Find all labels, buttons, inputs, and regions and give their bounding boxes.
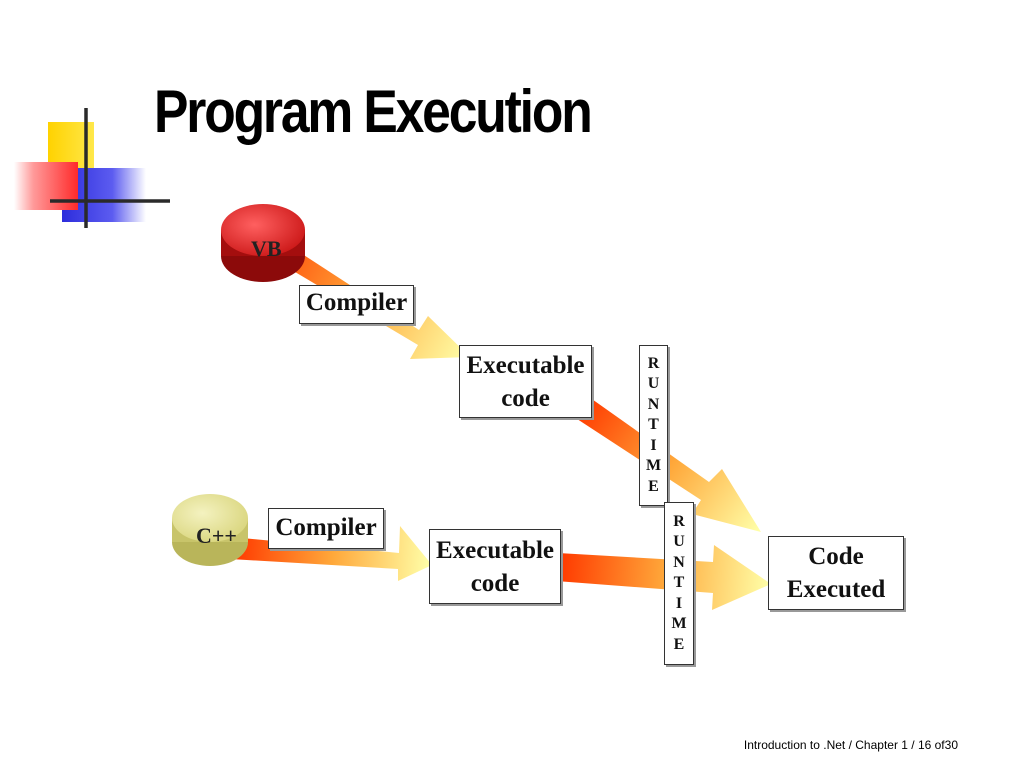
runtime-letter: T [648, 416, 659, 434]
compiler-box-vb: Compiler [299, 285, 414, 324]
executed-label-line1: Code [808, 543, 864, 570]
executable-box-cpp: Executable code [429, 529, 561, 604]
runtime-letter: M [671, 615, 687, 633]
compiler-box-cpp: Compiler [268, 508, 384, 549]
runtime-box-bottom: R U N T I M E [664, 502, 694, 665]
runtime-letter: U [647, 375, 660, 393]
executed-label-line2: Executed [786, 576, 886, 603]
runtime-letter: T [673, 574, 685, 592]
executable-box-vb: Executable code [459, 345, 592, 418]
slide-title: Program Execution [154, 78, 593, 145]
vb-label: VB [251, 236, 282, 261]
arrow-executable-to-executed-bottom [556, 545, 771, 610]
runtime-letter: N [673, 553, 685, 571]
runtime-letter: E [673, 635, 685, 653]
runtime-letter: E [648, 477, 659, 495]
executable-label-line2: code [470, 569, 520, 597]
cpp-disk-icon [172, 494, 248, 566]
corner-decoration [14, 108, 170, 228]
runtime-box-top: R U N T I M E [639, 345, 668, 506]
runtime-letter: R [647, 354, 660, 372]
runtime-letter: R [673, 512, 685, 530]
vb-disk-icon [221, 204, 305, 282]
deco-red-rect [14, 162, 78, 210]
runtime-letter: I [650, 436, 657, 454]
runtime-letter: U [673, 533, 685, 551]
executable-label-line1: Executable [435, 536, 555, 564]
executable-label-line2: code [501, 384, 550, 412]
slide-footer: Introduction to .Net / Chapter 1 / 16 of… [743, 738, 958, 752]
runtime-letter: M [645, 457, 662, 475]
cpp-label: C++ [196, 523, 237, 548]
arrow-cpp-to-executable [230, 526, 432, 581]
runtime-letter: N [647, 395, 660, 413]
executable-label-line1: Executable [466, 351, 585, 379]
runtime-letter: I [675, 594, 683, 612]
code-executed-box: Code Executed [768, 536, 904, 610]
